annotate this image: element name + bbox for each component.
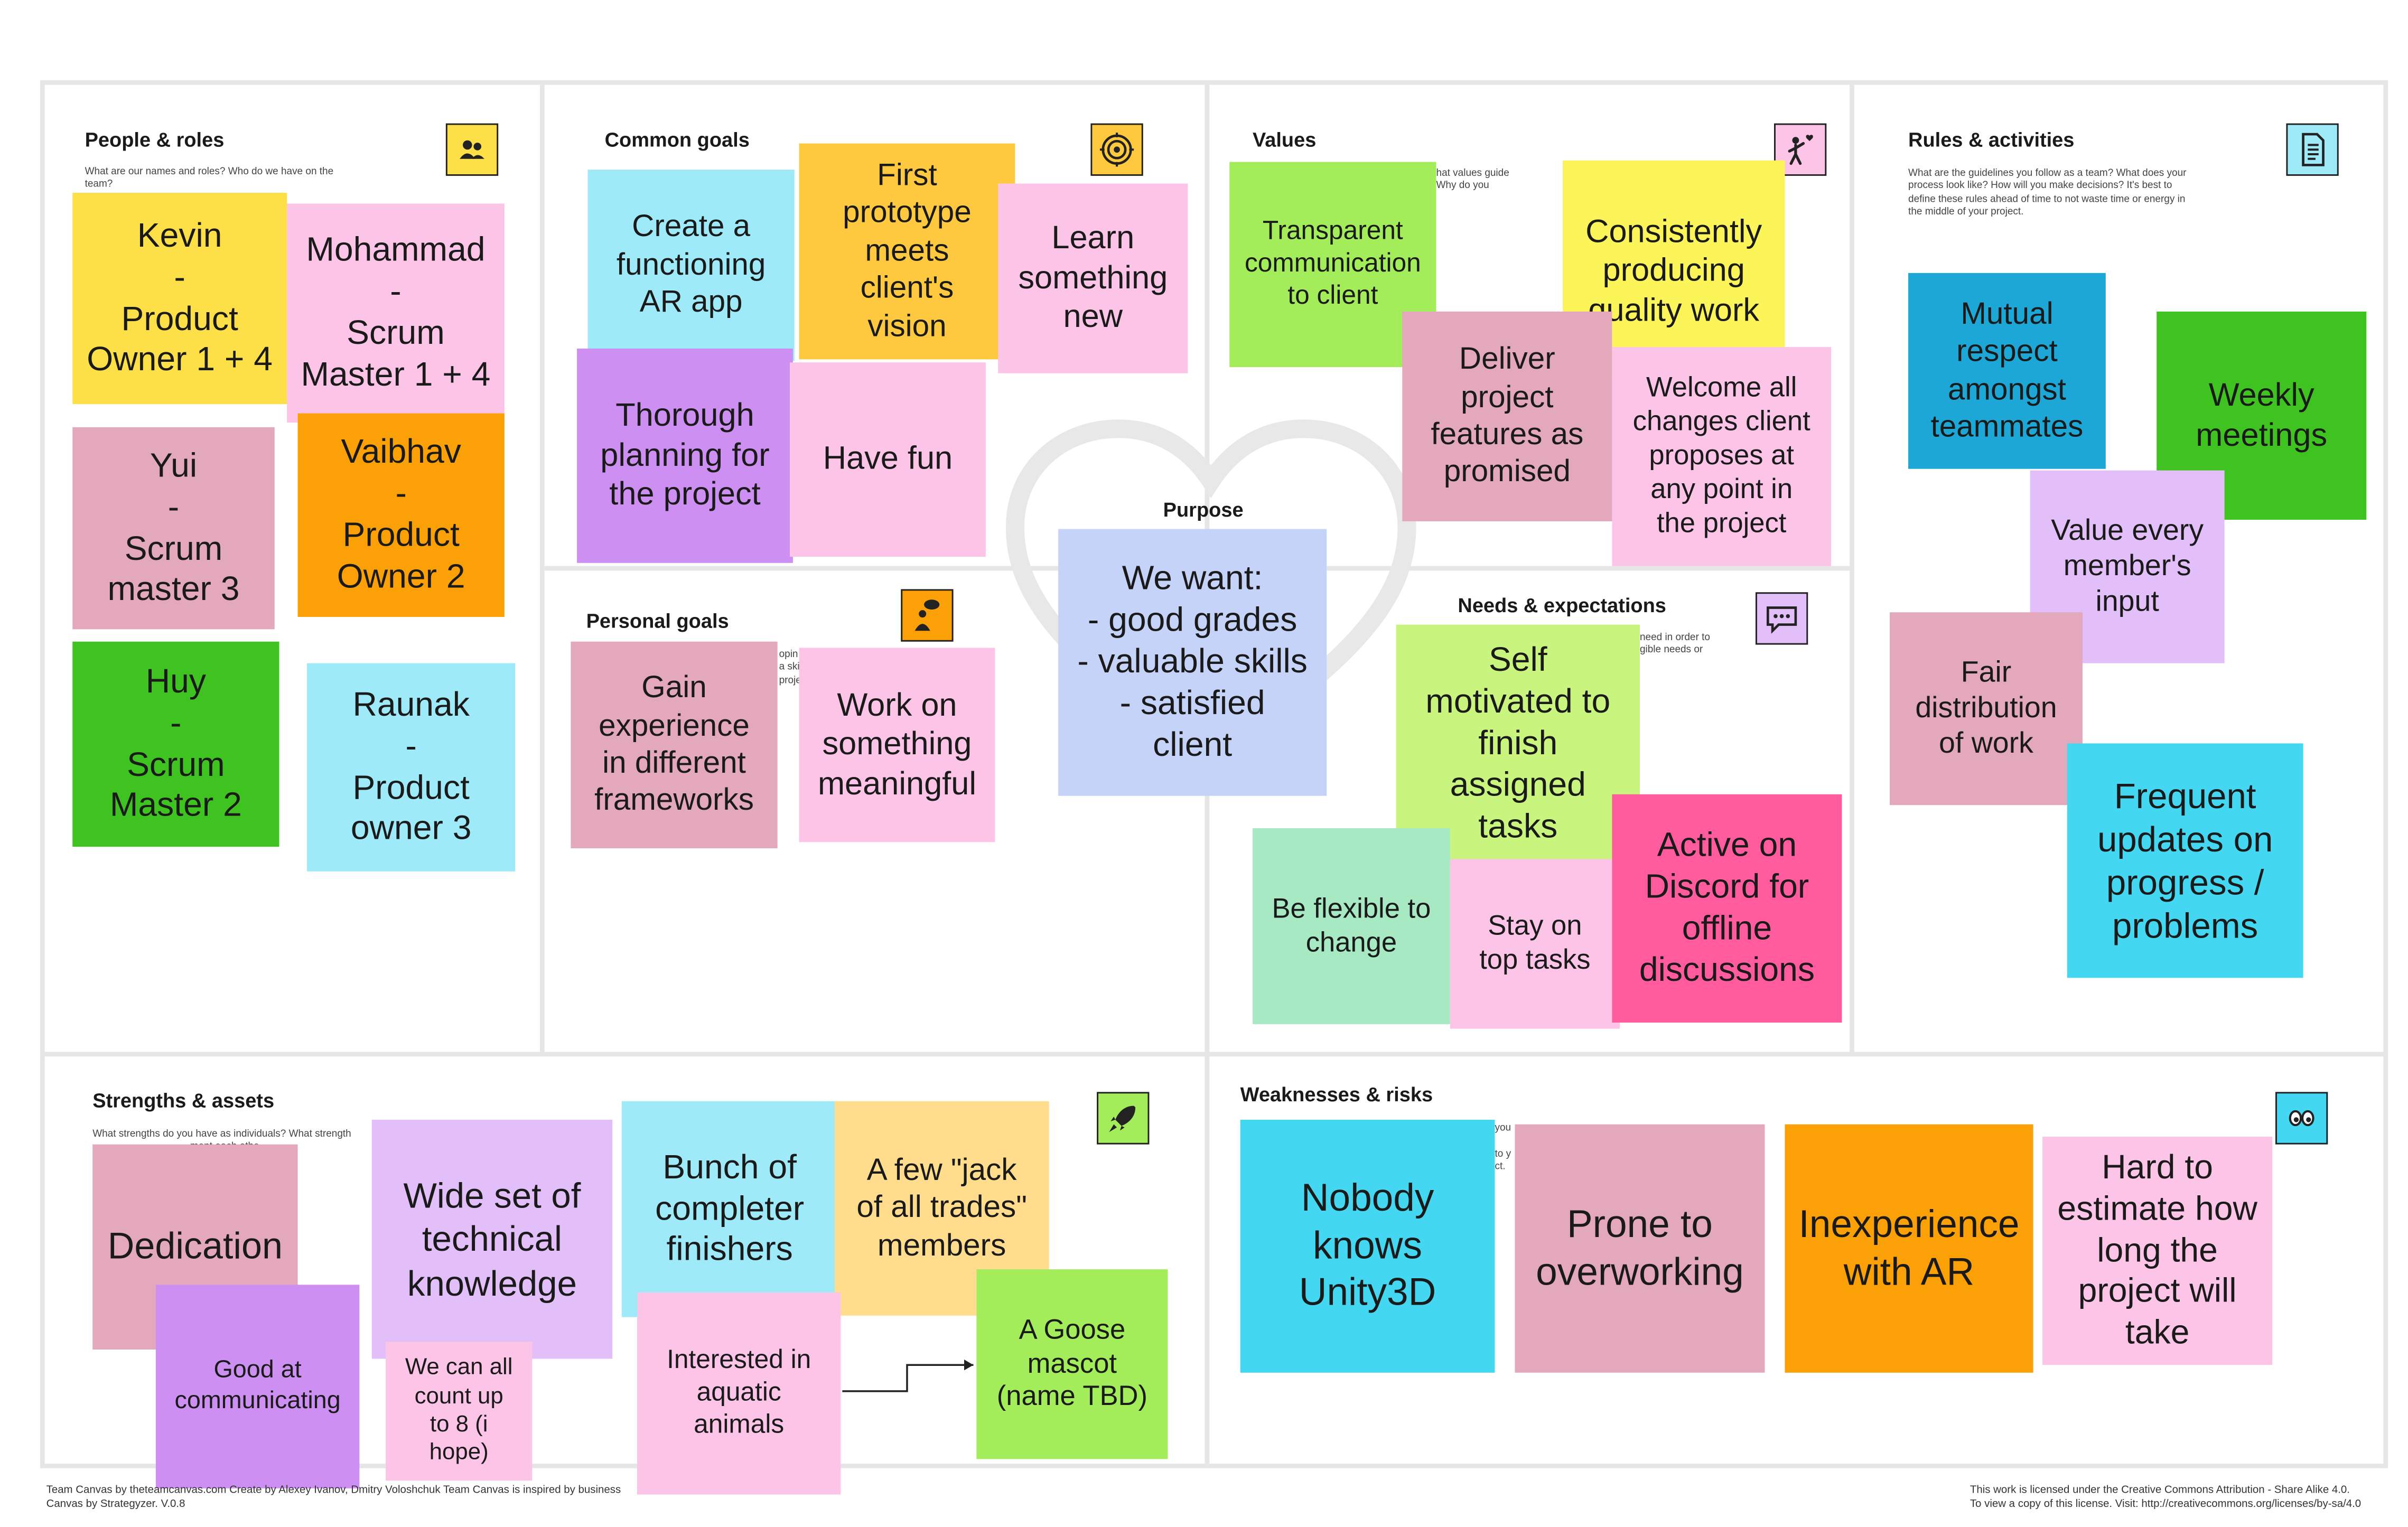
sticky-note-aquatic-animals[interactable]: Interested in aquatic animals [637,1292,841,1495]
document-icon [2286,123,2339,176]
section-desc-rules-activities: What are the guidelines you follow as a … [1908,168,2187,218]
target-icon [1090,123,1143,176]
sticky-note-hard-to-estimate[interactable]: Hard to estimate how long the project wi… [2042,1137,2273,1365]
sticky-note-kevin[interactable]: Kevin - Product Owner 1 + 4 [72,193,287,405]
section-title-weaknesses-risks: Weaknesses & risks [1240,1082,1433,1106]
sticky-note-first-prototype[interactable]: First prototype meets client's vision [799,143,1015,360]
grid-line [1850,85,1854,1054]
sticky-note-count-up-to-8[interactable]: We can all count up to 8 (i hope) [386,1342,533,1481]
sticky-note-frequent-updates[interactable]: Frequent updates on progress / problems [2067,743,2303,978]
section-title-personal-goals: Personal goals [586,609,729,633]
sticky-note-good-at-communicating[interactable]: Good at communicating [155,1285,360,1488]
footer-license: This work is licensed under the Creative… [1970,1485,2362,1511]
sticky-note-fair-distribution[interactable]: Fair distribution of work [1890,612,2083,805]
grid-line [544,566,1205,571]
sticky-note-welcome-changes[interactable]: Welcome all changes client proposes at a… [1612,347,1832,566]
sticky-note-completer-finishers[interactable]: Bunch of completer finishers [621,1101,838,1317]
section-title-rules-activities: Rules & activities [1908,128,2075,152]
sticky-note-yui[interactable]: Yui - Scrum master 3 [72,427,275,630]
sticky-note-active-discord[interactable]: Active on Discord for offline discussion… [1612,794,1842,1023]
section-desc-values: hat values guide Why do you [1436,168,1509,192]
sticky-note-thorough-planning[interactable]: Thorough planning for the project [577,348,793,563]
grid-line [44,1052,2384,1057]
section-title-purpose: Purpose [1163,498,1244,521]
person-heart-icon [1774,123,1827,176]
sticky-note-purpose[interactable]: We want: - good grades - valuable skills… [1058,529,1327,796]
sticky-note-nobody-knows-unity[interactable]: Nobody knows Unity3D [1240,1119,1495,1373]
sticky-note-inexperience-ar[interactable]: Inexperience with AR [1785,1124,2033,1373]
sticky-note-prone-to-overworking[interactable]: Prone to overworking [1515,1124,1765,1373]
eyes-icon [2275,1092,2328,1145]
section-title-values: Values [1253,128,1317,152]
footer-credits: Team Canvas by theteamcanvas.com Create … [46,1485,621,1511]
sticky-note-weekly-meetings[interactable]: Weekly meetings [2157,311,2367,520]
sticky-note-create-ar-app[interactable]: Create a functioning AR app [587,170,795,361]
speech-bubble-icon [1755,592,1808,645]
people-icon [445,123,499,176]
sticky-note-mohammad[interactable]: Mohammad - Scrum Master 1 + 4 [287,203,505,423]
sticky-note-raunak[interactable]: Raunak - Product owner 3 [307,663,516,872]
section-desc-personal-goals: opin a ski proje [779,649,801,687]
sticky-note-have-fun[interactable]: Have fun [790,362,986,557]
sticky-note-self-motivated[interactable]: Self motivated to finish assigned tasks [1396,624,1640,864]
sticky-note-flexible[interactable]: Be flexible to change [1253,828,1450,1024]
sticky-note-stay-on-top[interactable]: Stay on top tasks [1450,859,1620,1029]
section-title-strengths-assets: Strengths & assets [92,1089,275,1112]
sticky-note-transparent-communication[interactable]: Transparent communication to client [1229,162,1436,367]
sticky-note-vaibhav[interactable]: Vaibhav - Product Owner 2 [297,413,505,617]
section-title-common-goals: Common goals [604,128,750,152]
rocket-icon [1097,1092,1150,1145]
section-desc-people-roles: What are our names and roles? Who do we … [85,166,334,191]
section-title-people-roles: People & roles [85,128,225,152]
sticky-note-learn-something-new[interactable]: Learn something new [998,183,1188,373]
canvas-frame [40,80,2388,1468]
section-desc-needs-expectations: need in order to gible needs or [1639,632,1710,657]
grid-line [1209,566,1850,571]
sticky-note-gain-experience[interactable]: Gain experience in different frameworks [571,641,778,848]
thinking-person-icon [901,589,954,642]
sticky-note-work-meaningful[interactable]: Work on something meaningful [799,648,995,842]
connector-arrow [842,1359,974,1392]
grid-line [540,85,545,1054]
section-desc-weaknesses-risks: you to y ct. [1495,1122,1511,1173]
sticky-note-wide-technical-knowledge[interactable]: Wide set of technical knowledge [371,1119,613,1359]
sticky-note-huy[interactable]: Huy - Scrum Master 2 [72,641,279,847]
sticky-note-deliver-features[interactable]: Deliver project features as promised [1402,311,1612,521]
sticky-note-mutual-respect[interactable]: Mutual respect amongst teammates [1908,273,2106,469]
purpose-heart-outline [1005,419,1416,771]
section-title-needs-expectations: Needs & expectations [1458,594,1666,617]
sticky-note-goose-mascot[interactable]: A Goose mascot (name TBD) [976,1269,1168,1459]
